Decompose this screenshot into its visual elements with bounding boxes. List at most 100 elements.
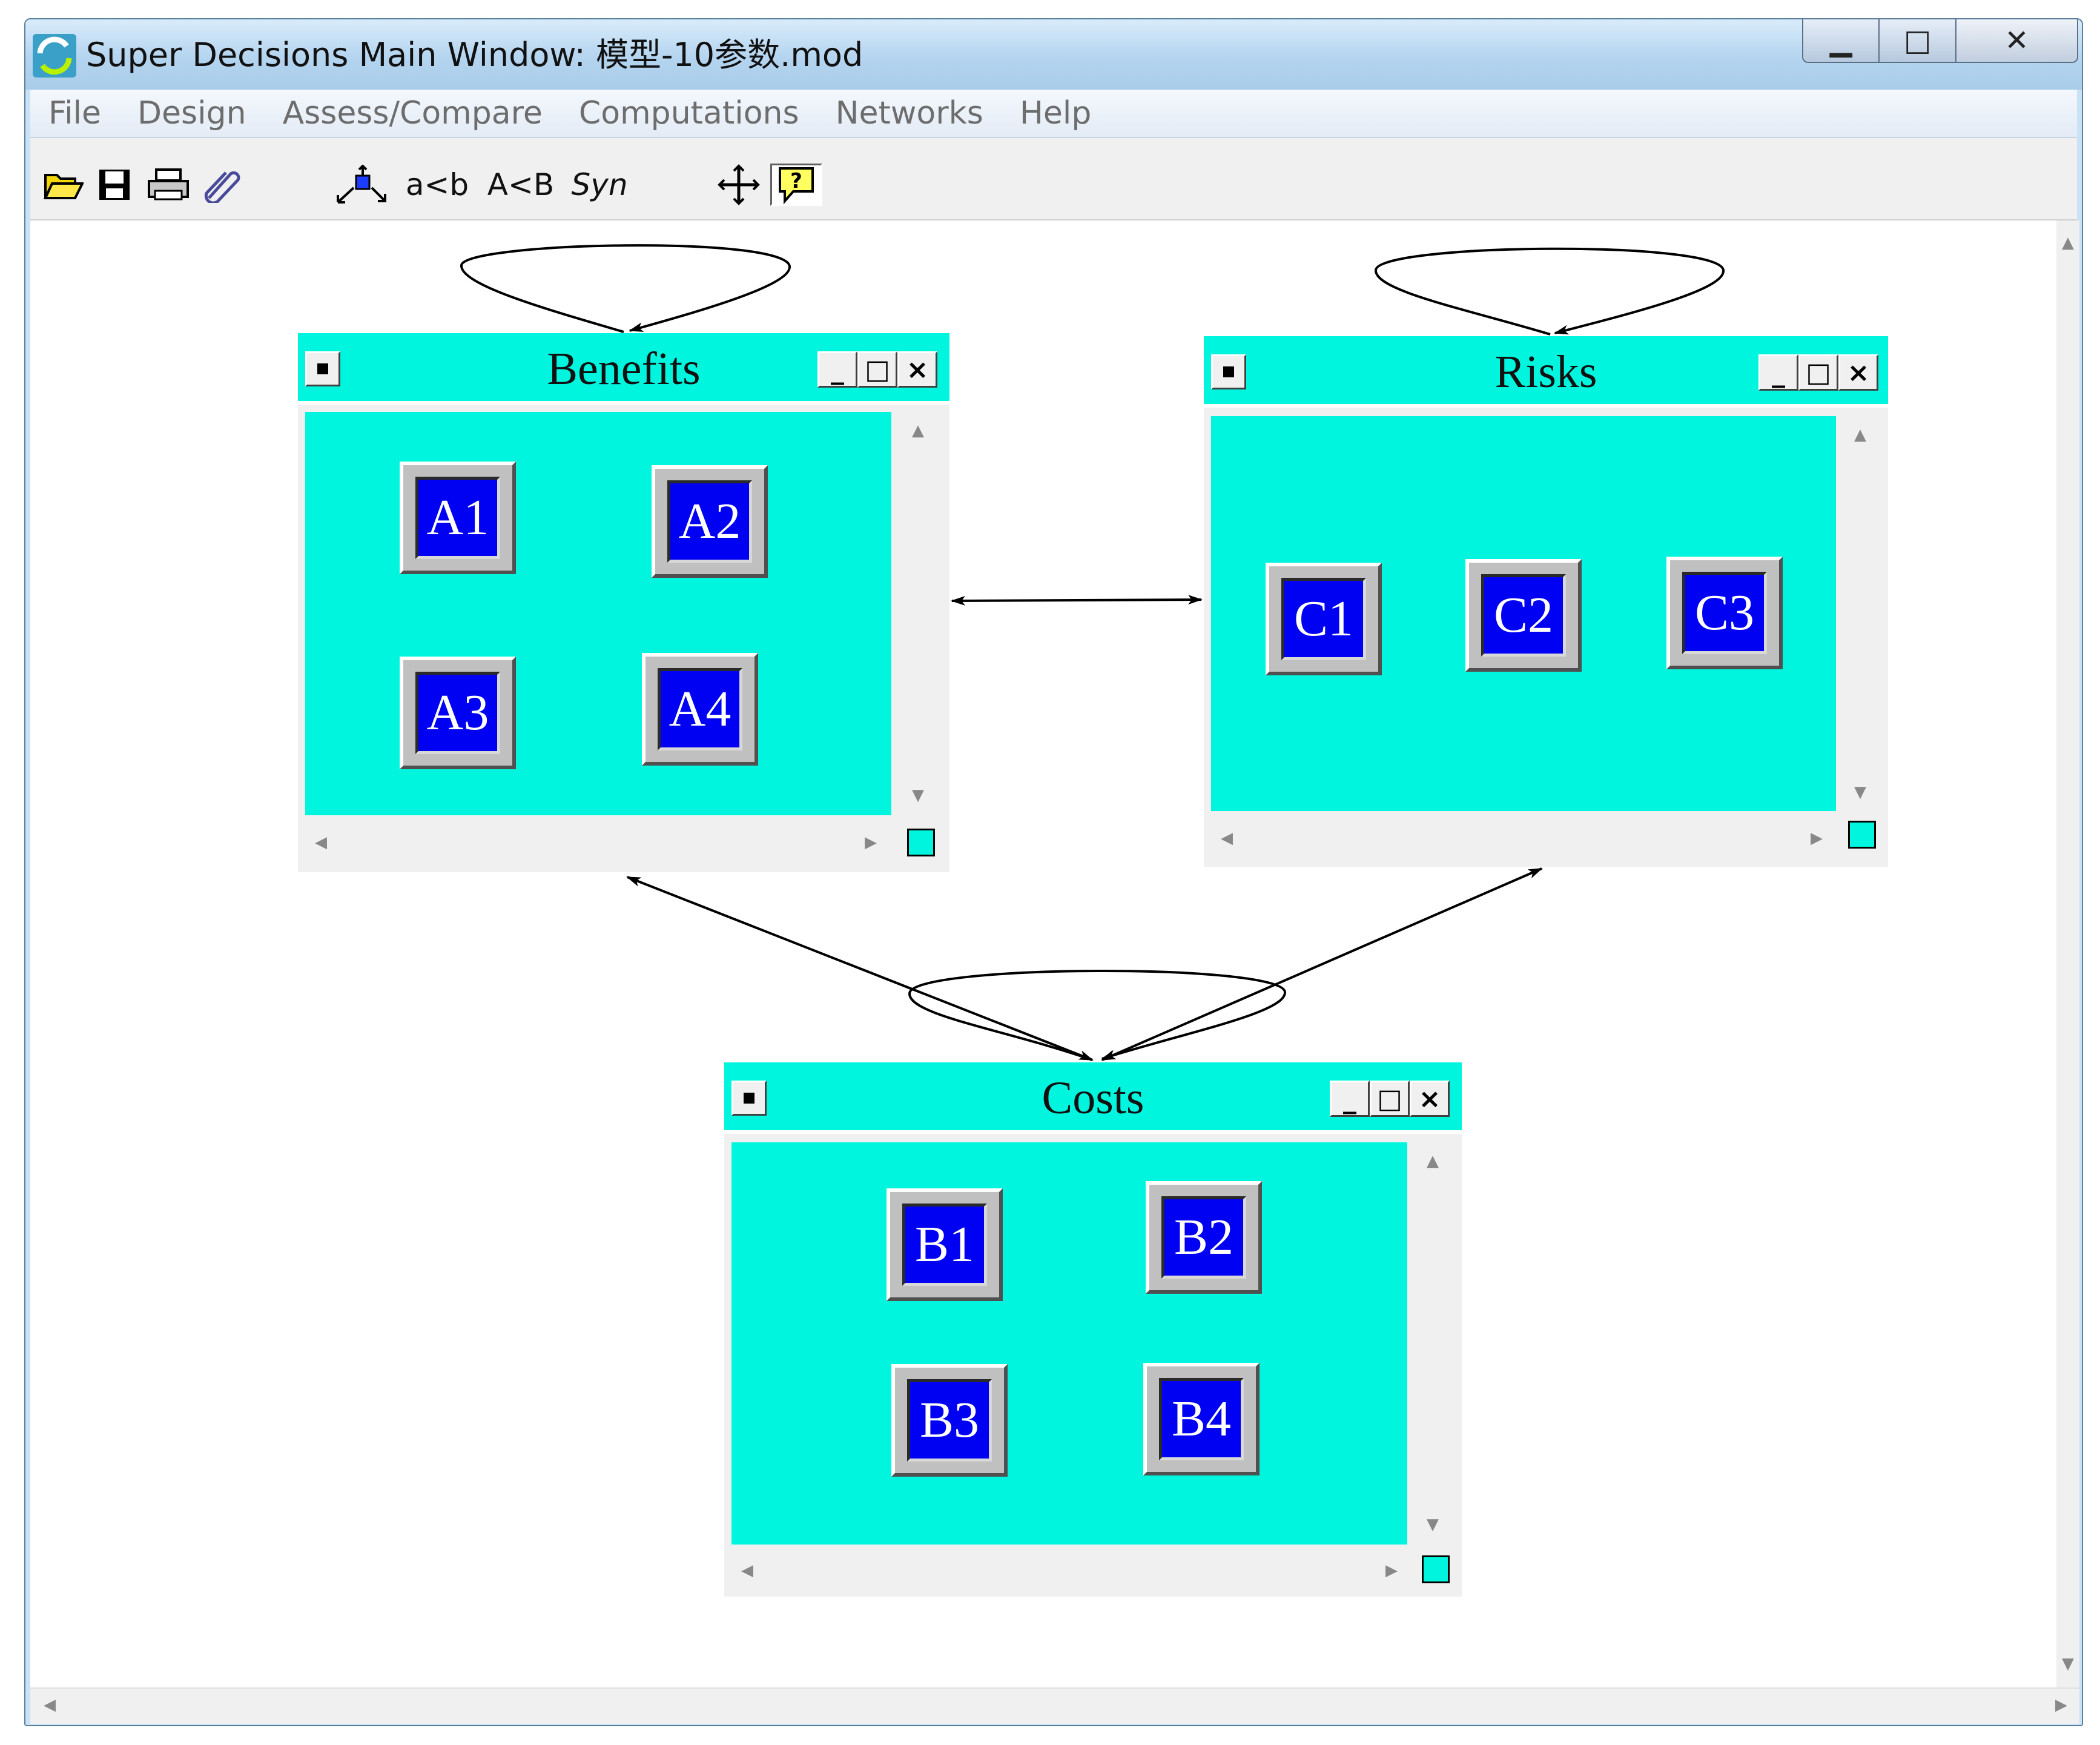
maximize-window-button[interactable]: □ bbox=[1880, 19, 1956, 62]
minimize-window-button[interactable]: ▁ bbox=[1803, 19, 1880, 62]
cluster-close-button[interactable]: × bbox=[897, 351, 937, 388]
cluster-risks[interactable]: Risks _ □ × C1 C2 C3 ▲ ▼ ◀ ▶ bbox=[1204, 336, 1888, 867]
scroll-right-arrow-icon[interactable]: ▶ bbox=[865, 833, 877, 852]
cluster-maximize-button[interactable]: □ bbox=[1370, 1081, 1410, 1117]
cluster-costs[interactable]: Costs _ □ × B1 B2 B3 B4 ▲ ▼ ◀ ▶ bbox=[724, 1062, 1462, 1597]
cluster-body[interactable]: C1 C2 C3 bbox=[1211, 416, 1836, 811]
cluster-body[interactable]: B1 B2 B3 B4 bbox=[731, 1142, 1407, 1545]
cluster-benefits[interactable]: Benefits _ □ × A1 A2 A3 A4 ▲ ▼ ◀ ▶ bbox=[298, 333, 949, 872]
scroll-up-arrow-icon[interactable]: ▲ bbox=[1854, 426, 1866, 444]
node-label: A4 bbox=[669, 681, 731, 737]
attach-button[interactable] bbox=[201, 164, 243, 206]
connect-nodes-button[interactable] bbox=[333, 164, 389, 206]
cluster-vertical-scrollbar[interactable]: ▲ ▼ bbox=[1415, 1142, 1454, 1545]
node-b2[interactable]: B2 bbox=[1146, 1181, 1262, 1294]
scroll-down-arrow-icon[interactable]: ▼ bbox=[2062, 1655, 2074, 1673]
scroll-up-arrow-icon[interactable]: ▲ bbox=[1427, 1152, 1439, 1170]
close-window-button[interactable]: ✕ bbox=[1956, 19, 2077, 62]
cluster-system-menu-button[interactable] bbox=[305, 351, 340, 386]
node-connect-icon bbox=[337, 165, 386, 204]
attach-clip-icon bbox=[204, 171, 240, 203]
scroll-left-arrow-icon[interactable]: ◀ bbox=[315, 833, 327, 852]
cluster-horizontal-scrollbar[interactable]: ◀ ▶ bbox=[731, 1552, 1407, 1589]
cluster-minimize-button[interactable]: _ bbox=[1330, 1081, 1370, 1117]
menu-computations[interactable]: Computations bbox=[578, 95, 799, 131]
node-a4[interactable]: A4 bbox=[642, 653, 758, 766]
scroll-up-arrow-icon[interactable]: ▲ bbox=[2062, 234, 2074, 252]
scroll-down-arrow-icon[interactable]: ▼ bbox=[912, 786, 924, 804]
node-label: C3 bbox=[1694, 584, 1755, 641]
node-b1[interactable]: B1 bbox=[887, 1188, 1003, 1301]
node-label: C1 bbox=[1293, 591, 1354, 647]
menu-networks[interactable]: Networks bbox=[835, 95, 983, 131]
cluster-title: Benefits bbox=[547, 343, 701, 394]
cluster-window-controls: _ □ × bbox=[1758, 354, 1878, 391]
cluster-close-button[interactable]: × bbox=[1410, 1081, 1450, 1117]
menu-assess-compare[interactable]: Assess/Compare bbox=[282, 95, 543, 131]
cluster-system-menu-button[interactable] bbox=[1211, 354, 1246, 389]
cluster-header[interactable]: Costs _ □ × bbox=[724, 1062, 1462, 1134]
print-button[interactable] bbox=[145, 164, 191, 206]
cluster-window-controls: _ □ × bbox=[817, 351, 937, 388]
canvas-horizontal-scrollbar[interactable]: ◀ ▶ bbox=[30, 1687, 2079, 1724]
cluster-resize-grip[interactable] bbox=[1848, 821, 1876, 849]
cluster-window-controls: _ □ × bbox=[1330, 1081, 1450, 1117]
help-question-icon: ? bbox=[779, 167, 814, 205]
node-c3[interactable]: C3 bbox=[1666, 557, 1783, 669]
cluster-header[interactable]: Benefits _ □ × bbox=[298, 333, 949, 405]
compare-uppercase-button[interactable]: A<B bbox=[481, 164, 560, 206]
scroll-up-arrow-icon[interactable]: ▲ bbox=[912, 422, 924, 440]
cluster-maximize-button[interactable]: □ bbox=[857, 351, 897, 388]
cluster-minimize-button[interactable]: _ bbox=[817, 351, 857, 388]
node-b3[interactable]: B3 bbox=[891, 1364, 1008, 1477]
open-button[interactable] bbox=[42, 164, 85, 206]
toolbar: a<b A<B Syn ? bbox=[30, 138, 2077, 220]
cluster-horizontal-scrollbar[interactable]: ◀ ▶ bbox=[1211, 818, 1836, 857]
menu-file[interactable]: File bbox=[48, 95, 102, 131]
node-a1[interactable]: A1 bbox=[400, 462, 516, 574]
cluster-header[interactable]: Risks _ □ × bbox=[1204, 336, 1888, 408]
cluster-resize-grip[interactable] bbox=[1422, 1555, 1450, 1583]
move-button[interactable] bbox=[715, 164, 763, 206]
maximize-icon: □ bbox=[1903, 24, 1932, 58]
node-b4[interactable]: B4 bbox=[1143, 1363, 1260, 1475]
menu-help[interactable]: Help bbox=[1019, 95, 1092, 131]
cluster-horizontal-scrollbar[interactable]: ◀ ▶ bbox=[305, 823, 891, 863]
cluster-system-menu-button[interactable] bbox=[731, 1081, 767, 1116]
cluster-vertical-scrollbar[interactable]: ▲ ▼ bbox=[897, 412, 940, 815]
title-bar[interactable]: Super Decisions Main Window: 模型-10参数.mod… bbox=[25, 19, 2082, 90]
scroll-right-arrow-icon[interactable]: ▶ bbox=[2055, 1696, 2067, 1714]
compare-lowercase-label: a<b bbox=[405, 167, 469, 202]
cluster-vertical-scrollbar[interactable]: ▲ ▼ bbox=[1842, 416, 1881, 811]
scroll-down-arrow-icon[interactable]: ▼ bbox=[1854, 783, 1866, 801]
cluster-body[interactable]: A1 A2 A3 A4 bbox=[305, 412, 891, 815]
node-c1[interactable]: C1 bbox=[1266, 563, 1382, 675]
node-label: A2 bbox=[678, 493, 741, 549]
scroll-right-arrow-icon[interactable]: ▶ bbox=[1811, 829, 1823, 847]
scroll-left-arrow-icon[interactable]: ◀ bbox=[741, 1561, 753, 1580]
scroll-down-arrow-icon[interactable]: ▼ bbox=[1427, 1515, 1439, 1534]
window-title: Super Decisions Main Window: 模型-10参数.mod bbox=[86, 36, 863, 74]
node-label: A3 bbox=[426, 684, 489, 741]
node-a3[interactable]: A3 bbox=[400, 657, 516, 769]
scroll-right-arrow-icon[interactable]: ▶ bbox=[1385, 1561, 1398, 1580]
cluster-resize-grip[interactable] bbox=[907, 829, 935, 856]
node-label: B2 bbox=[1174, 1209, 1234, 1265]
node-a2[interactable]: A2 bbox=[652, 465, 768, 578]
node-label: A1 bbox=[426, 489, 489, 546]
menu-design[interactable]: Design bbox=[137, 95, 246, 131]
help-button[interactable]: ? bbox=[770, 164, 822, 206]
cluster-close-button[interactable]: × bbox=[1838, 354, 1878, 391]
compare-lowercase-button[interactable]: a<b bbox=[401, 164, 474, 206]
scroll-left-arrow-icon[interactable]: ◀ bbox=[1221, 829, 1233, 847]
cluster-minimize-button[interactable]: _ bbox=[1758, 354, 1798, 391]
synthesize-button[interactable]: Syn bbox=[566, 164, 633, 206]
compare-uppercase-label: A<B bbox=[487, 167, 555, 202]
save-button[interactable] bbox=[96, 164, 133, 206]
node-c2[interactable]: C2 bbox=[1465, 559, 1582, 672]
canvas-vertical-scrollbar[interactable]: ▲ ▼ bbox=[2056, 220, 2079, 1687]
cluster-maximize-button[interactable]: □ bbox=[1798, 354, 1838, 391]
scroll-left-arrow-icon[interactable]: ◀ bbox=[44, 1696, 56, 1714]
move-cross-icon bbox=[718, 164, 760, 205]
save-disk-icon bbox=[99, 170, 130, 200]
